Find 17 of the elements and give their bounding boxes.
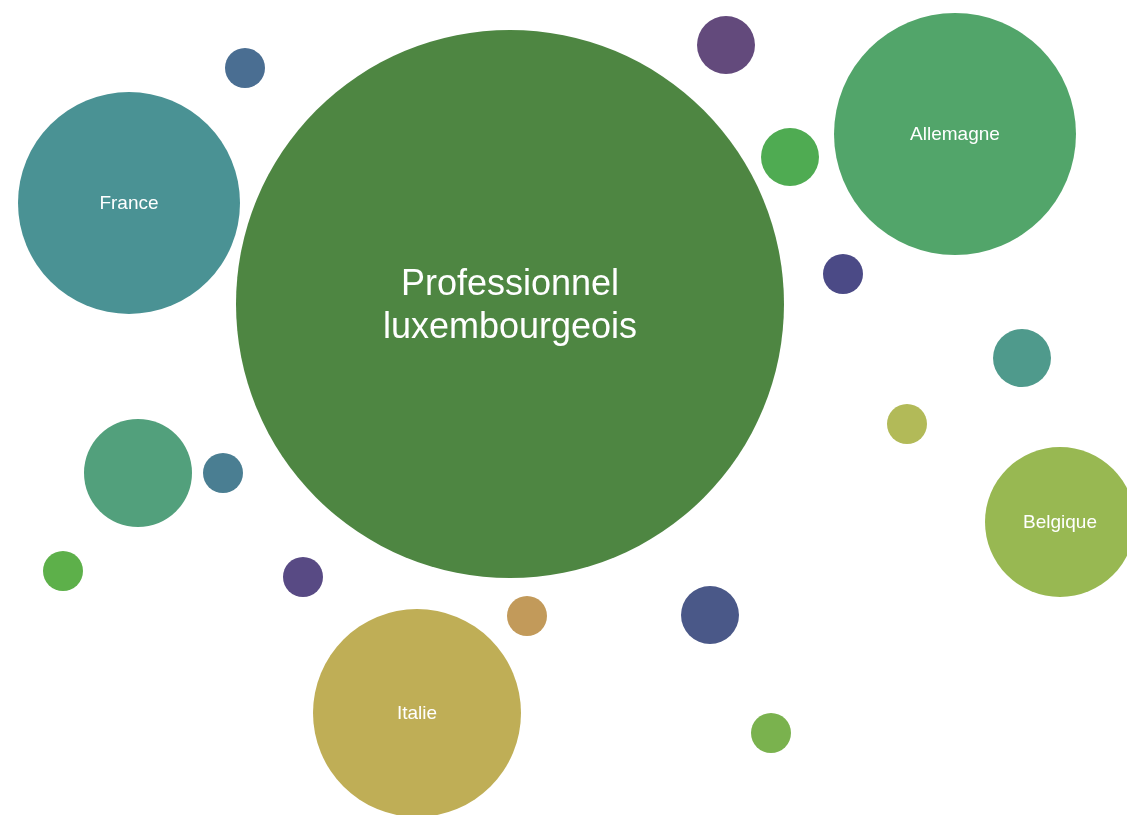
bubble-label: Professionnel luxembourgeois — [381, 260, 639, 348]
circle-bubble — [43, 551, 83, 591]
circle-bubble — [283, 557, 323, 597]
circle-bubble — [761, 128, 819, 186]
circle-bubble — [887, 404, 927, 444]
circle-bubble — [993, 329, 1051, 387]
circle-bubble — [751, 713, 791, 753]
circle-bubble — [225, 48, 265, 88]
circle-bubble — [681, 586, 739, 644]
bubble-label: Italie — [396, 701, 438, 725]
bubble-label: Belgique — [1023, 510, 1097, 534]
bubble-label: Allemagne — [910, 122, 1000, 146]
circle-bubble — [507, 596, 547, 636]
bubble-label: France — [99, 191, 159, 215]
circle-bubble — [823, 254, 863, 294]
circle-bubble — [697, 16, 755, 74]
circle-bubble — [203, 453, 243, 493]
